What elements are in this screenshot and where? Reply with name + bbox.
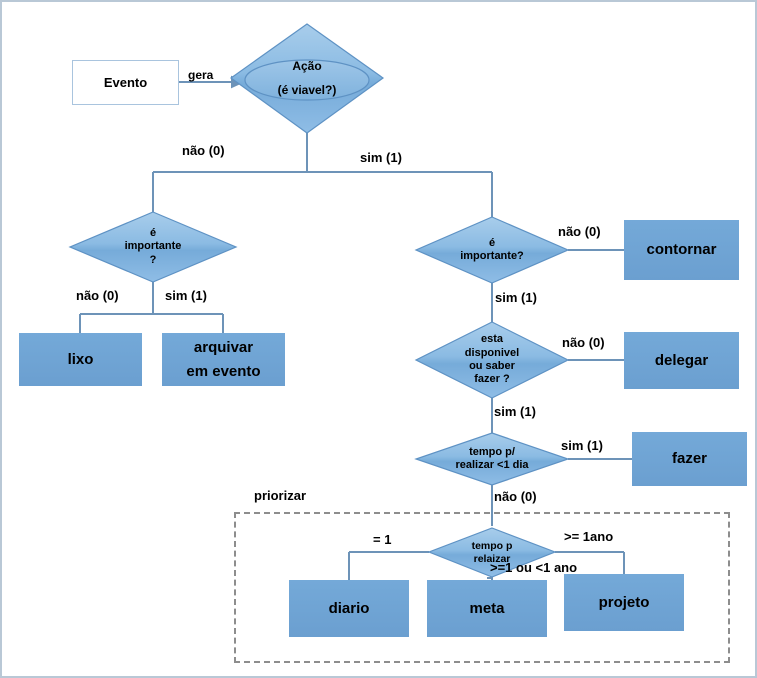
decision-disponivel-line3: ou saber <box>469 360 515 372</box>
decision-importante-esq-line2: importante <box>124 240 182 253</box>
decision-importante-esquerda[interactable]: é importante ? <box>70 212 236 282</box>
node-fazer[interactable]: fazer <box>632 432 747 486</box>
node-arquivar-em-evento[interactable]: arquivar em evento <box>162 333 285 386</box>
node-diario-label: diario <box>328 599 370 617</box>
node-projeto-label: projeto <box>598 593 650 611</box>
node-contornar-label: contornar <box>646 241 717 259</box>
node-delegar[interactable]: delegar <box>624 332 739 389</box>
decision-importante-dir-line1: é <box>488 236 496 249</box>
decision-tempo-realizar-shape <box>427 527 557 578</box>
edge-label-tempo-dia-sim: sim (1) <box>561 438 603 453</box>
decision-acao-ellipse <box>244 59 370 101</box>
decision-acao-line2: (é viavel?) <box>277 83 337 97</box>
node-arquivar-line2: em evento <box>186 362 261 380</box>
decision-disponivel-line4: fazer ? <box>474 373 510 386</box>
edge-label-importante-dir-sim: sim (1) <box>495 290 537 305</box>
node-projeto[interactable]: projeto <box>564 574 684 631</box>
edge-label-tempo-realizar-1ano: >= 1ano <box>564 529 614 544</box>
edge-label-tempo-realizar-igual1: = 1 <box>373 532 392 547</box>
decision-disponivel-line1: esta <box>480 333 504 346</box>
decision-esta-disponivel[interactable]: esta disponivel ou saber fazer ? <box>416 322 568 398</box>
edge-label-tempo-realizar-meio: >=1 ou <1 ano <box>490 560 578 575</box>
edge-label-gera: gera <box>188 68 214 82</box>
node-meta-label: meta <box>469 599 505 617</box>
node-diario[interactable]: diario <box>289 580 409 637</box>
decision-acao[interactable]: Ação (é viavel?) <box>231 24 383 133</box>
node-arquivar-line1: arquivar <box>193 339 254 357</box>
edge-label-disponivel-sim: sim (1) <box>494 404 536 419</box>
group-priorizar-box <box>234 512 730 663</box>
edge-label-acao-nao: não (0) <box>182 143 225 158</box>
edge-label-tempo-dia-nao: não (0) <box>494 489 537 504</box>
node-lixo[interactable]: lixo <box>19 333 142 386</box>
node-meta[interactable]: meta <box>427 580 547 637</box>
edge-label-importante-dir-nao: não (0) <box>558 224 601 239</box>
decision-tempo-dia-shape <box>414 432 570 486</box>
node-contornar[interactable]: contornar <box>624 220 739 280</box>
edge-label-disponivel-nao: não (0) <box>562 335 605 350</box>
decision-tempo-realizar-1dia[interactable]: tempo p/ realizar <1 dia <box>416 433 568 485</box>
edge-label-importante-esq-nao: não (0) <box>76 288 119 303</box>
decision-acao-line1: Ação <box>292 59 322 74</box>
node-evento[interactable]: Evento <box>72 60 179 105</box>
node-delegar-label: delegar <box>654 351 709 369</box>
decision-importante-direita[interactable]: é importante? <box>416 217 568 283</box>
decision-tempo-dia-line1: tempo p/ <box>469 445 515 458</box>
decision-importante-esq-line3: ? <box>149 253 157 266</box>
node-lixo-label: lixo <box>67 350 94 368</box>
decision-importante-dir-shape <box>414 216 570 284</box>
group-priorizar-label: priorizar <box>254 488 307 503</box>
decision-tempo-dia-line2: realizar <1 dia <box>455 459 529 471</box>
decision-importante-esq-shape <box>68 211 238 283</box>
decision-importante-dir-line2: importante? <box>460 250 524 262</box>
decision-disponivel-line2: disponivel <box>464 346 520 359</box>
edge-label-importante-esq-sim: sim (1) <box>165 288 207 303</box>
node-fazer-label: fazer <box>671 450 708 468</box>
edge-label-acao-sim: sim (1) <box>360 150 402 165</box>
node-evento-label: Evento <box>103 75 148 90</box>
decision-importante-esq-line1: é <box>149 226 157 239</box>
decision-disponivel-shape <box>414 321 570 399</box>
